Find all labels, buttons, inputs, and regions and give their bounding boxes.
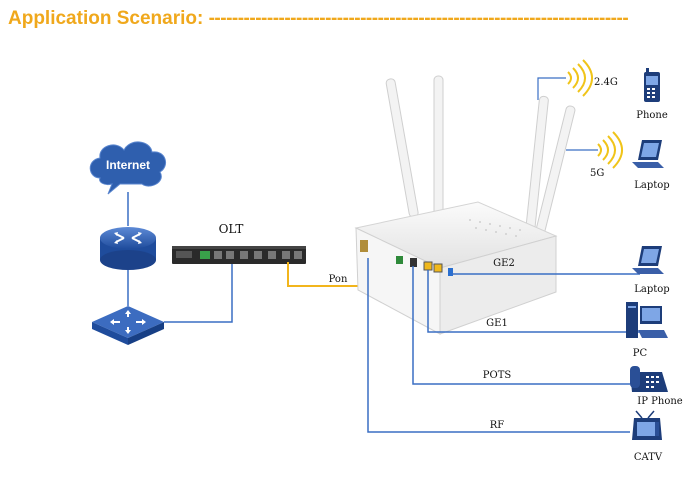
- title-dashes: ----------------------------------------…: [208, 8, 629, 29]
- device-ip-phone-label: IP Phone: [637, 396, 682, 407]
- olt-label: OLT: [219, 222, 244, 236]
- wifi-24-wave-icon: [567, 59, 593, 97]
- internet-cloud: Internet: [89, 141, 167, 195]
- rf-label: RF: [490, 420, 505, 431]
- olt-device: [172, 246, 306, 264]
- ge1-link: [427, 270, 640, 333]
- laptop-wired-icon: [632, 246, 664, 274]
- device-phone-label: Phone: [636, 110, 668, 121]
- laptop-wifi-icon: [632, 140, 664, 168]
- pon-label: Pon: [329, 274, 348, 285]
- band-24-label: 2.4G: [594, 77, 618, 88]
- pots-label: POTS: [483, 370, 512, 381]
- internet-label: Internet: [106, 158, 150, 172]
- device-laptop-wifi-label: Laptop: [634, 180, 669, 191]
- device-pc-label: PC: [633, 348, 648, 359]
- ont-router: [354, 75, 576, 335]
- device-laptop-wired-label: Laptop: [634, 284, 669, 295]
- switch-olt-link: [164, 262, 233, 323]
- ip-phone-icon: [630, 366, 668, 392]
- wifi-5-wave-icon: [597, 131, 623, 169]
- band-5-label: 5G: [590, 168, 604, 179]
- title-text: Application Scenario:: [8, 8, 204, 29]
- switch-icon: [92, 306, 164, 345]
- rf-link: [367, 258, 630, 433]
- device-catv-label: CATV: [634, 452, 663, 463]
- router-icon: [100, 227, 156, 270]
- pots-link: [412, 266, 630, 385]
- ge1-label: GE1: [486, 318, 508, 329]
- wifi-24-link: [537, 77, 566, 100]
- ge2-label: GE2: [493, 258, 515, 269]
- tv-icon: [632, 410, 662, 440]
- page-title: Application Scenario: ------------------…: [8, 8, 629, 30]
- pc-icon: [626, 302, 668, 338]
- mobile-phone-icon: [644, 68, 660, 102]
